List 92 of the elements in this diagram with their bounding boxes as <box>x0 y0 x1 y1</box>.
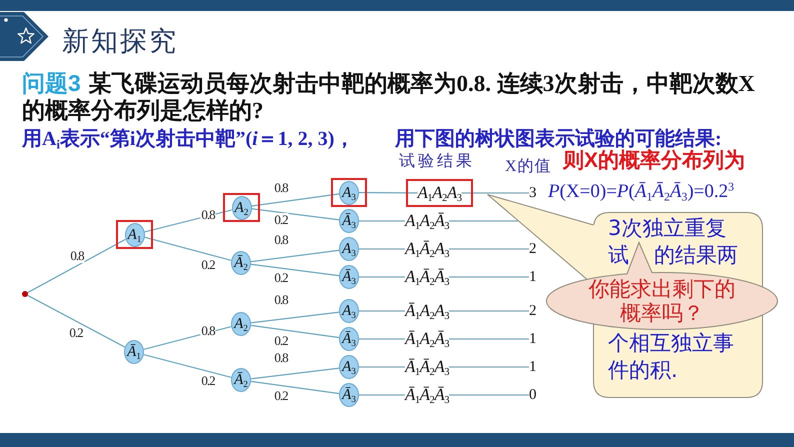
question-text: 问题3 某飞碟运动员每次射击中靶的概率为0.8. 连续3次射击，中靶次数X的概率分布列是怎样的? <box>22 70 756 124</box>
event-circle: A$_{2}$ <box>231 312 251 336</box>
edge-label: 0.2 <box>68 326 84 340</box>
connector-line <box>449 248 529 250</box>
outcome-label: Ā$_{1}$A$_{2}$A$_{3}$ <box>405 299 449 323</box>
value-label: 1 <box>529 330 536 348</box>
edge-label: 0.8 <box>273 233 289 247</box>
edge-label: 0.2 <box>273 213 289 227</box>
edge-label: 0.2 <box>273 389 289 403</box>
event-circle: A$_{3}$ <box>339 180 359 204</box>
outcome-label: A$_{1}$A$_{2}$A$_{3}$ <box>418 181 462 205</box>
callout-text: 个相互独立事件的积. <box>608 330 735 384</box>
outcome-label: Ā$_{1}$Ā$_{2}$Ā$_{3}$ <box>405 383 449 407</box>
branch-line <box>27 294 126 348</box>
highlight-frame <box>406 179 473 207</box>
branch-line <box>359 220 405 222</box>
column-header: X的值 <box>505 157 552 177</box>
value-label: 1 <box>529 358 536 376</box>
heading-text: 则X的概率分布列为 <box>563 149 746 173</box>
edge-label: 0.2 <box>200 374 216 388</box>
edge-label: 0.8 <box>273 351 289 365</box>
event-circle: A$_{3}$ <box>339 355 359 379</box>
connector-line <box>462 192 529 194</box>
event-circle: Ā$_{1}$ <box>124 340 144 364</box>
value-label: 2 <box>529 240 536 258</box>
edge-label: 0.8 <box>200 324 216 338</box>
connector-line <box>449 276 529 278</box>
value-label: 3 <box>529 184 536 202</box>
edge-label: 0.2 <box>200 258 216 272</box>
event-circle: Ā$_{2}$ <box>231 368 251 392</box>
branch-line <box>250 250 340 262</box>
callout-text: 的结果两 <box>654 242 738 269</box>
branch-line <box>359 192 418 194</box>
edge-label: 0.8 <box>273 293 289 307</box>
event-circle: Ā$_{3}$ <box>339 327 359 351</box>
callout-text: 3次独立重复 <box>608 215 726 242</box>
event-circle: Ā$_{3}$ <box>339 209 359 233</box>
branch-line <box>144 326 232 350</box>
branch-line <box>359 338 405 340</box>
instruction-text: 用下图的树状图表示试验的可能结果: <box>395 127 722 150</box>
branch-line <box>144 354 232 378</box>
connector-line <box>449 338 529 340</box>
event-circle: A$_{3}$ <box>339 237 359 261</box>
outcome-label: Ā$_{1}$A$_{2}$Ā$_{3}$ <box>405 327 449 351</box>
column-header: 试验结果 <box>399 152 475 172</box>
callout-text: 你能求出剩下的概率吗？ <box>588 277 736 325</box>
edge-label: 0.2 <box>273 271 289 285</box>
edge-label: 0.2 <box>273 334 289 348</box>
instruction-text: 用A$_{i}$表示“第i次射击中靶”(i＝1, 2, 3)， <box>22 127 354 151</box>
branch-line <box>144 209 232 233</box>
branch-line <box>359 248 405 250</box>
value-label: 2 <box>529 302 536 320</box>
value-label: 0 <box>529 386 536 404</box>
highlight-frame <box>223 193 260 222</box>
connector-line <box>449 366 529 368</box>
branch-line <box>251 193 340 207</box>
speech-bubble <box>546 242 778 330</box>
event-circle: A$_{2}$ <box>232 196 252 220</box>
branch-line <box>359 276 405 278</box>
branch-line <box>250 324 340 338</box>
branch-line <box>359 310 405 312</box>
branch-line <box>359 366 405 368</box>
outcome-label: Ā$_{1}$Ā$_{2}$A$_{3}$ <box>405 355 449 379</box>
branch-line <box>359 394 405 396</box>
outcome-label: A$_{1}$Ā$_{2}$A$_{3}$ <box>405 237 449 261</box>
highlight-frame <box>331 178 367 207</box>
edge-label: 0.8 <box>273 181 289 195</box>
branch-line <box>250 312 340 324</box>
outcome-label: A$_{1}$A$_{2}$Ā$_{3}$ <box>405 209 449 233</box>
highlight-frame <box>116 220 153 249</box>
value-label: 1 <box>529 268 536 286</box>
edge-label: 0.8 <box>69 249 85 263</box>
event-circle: Ā$_{3}$ <box>339 383 359 407</box>
event-circle: Ā$_{3}$ <box>339 265 359 289</box>
slide-title: 新知探究 <box>62 25 178 57</box>
callout-text: 试 <box>608 242 629 269</box>
event-circle: A$_{3}$ <box>339 299 359 323</box>
root-dot <box>22 291 28 297</box>
event-circle: Ā$_{2}$ <box>231 251 251 275</box>
edge-label: 0.8 <box>200 208 216 222</box>
formula-text: P(X=0)=P(Ā$_{1}$Ā$_{2}$Ā$_{3}$)=0.2$^{3}$ <box>548 180 734 204</box>
branch-line <box>251 208 340 220</box>
branch-line <box>250 264 340 276</box>
connector-line <box>449 220 518 222</box>
branch-line <box>27 238 126 294</box>
branch-line <box>144 236 232 261</box>
branch-line <box>250 380 340 394</box>
connector-line <box>449 394 529 396</box>
branch-line <box>250 368 340 380</box>
connector-line <box>449 310 529 312</box>
outcome-label: A$_{1}$Ā$_{2}$Ā$_{3}$ <box>405 265 449 289</box>
event-circle: A$_{1}$ <box>124 222 144 246</box>
